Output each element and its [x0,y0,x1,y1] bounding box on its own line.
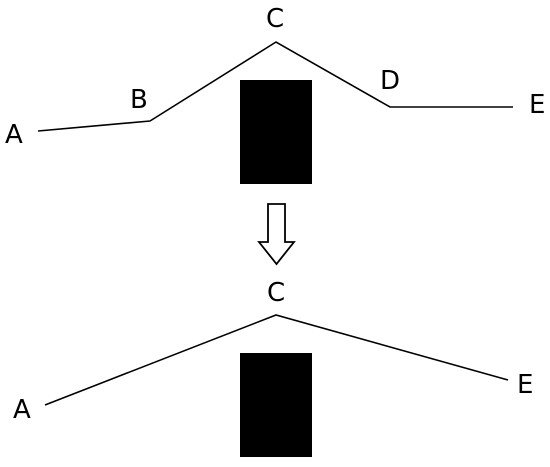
bottom-label-a: A [13,395,31,425]
bottom-polyline-ace [44,314,509,406]
top-label-a: A [5,120,23,150]
top-diagram: A B C D E [5,4,545,184]
top-label-e: E [529,90,545,120]
top-label-c: C [266,4,284,34]
bottom-label-c: C [267,278,285,308]
top-obstacle-block [240,80,312,184]
top-polyline-abcde [37,41,513,132]
top-label-d: D [380,66,400,96]
top-label-b: B [130,85,148,115]
bottom-obstacle-block [240,353,312,457]
bottom-diagram: A C E [13,278,533,457]
hollow-down-arrow-icon [257,203,296,266]
bottom-label-e: E [517,370,533,400]
